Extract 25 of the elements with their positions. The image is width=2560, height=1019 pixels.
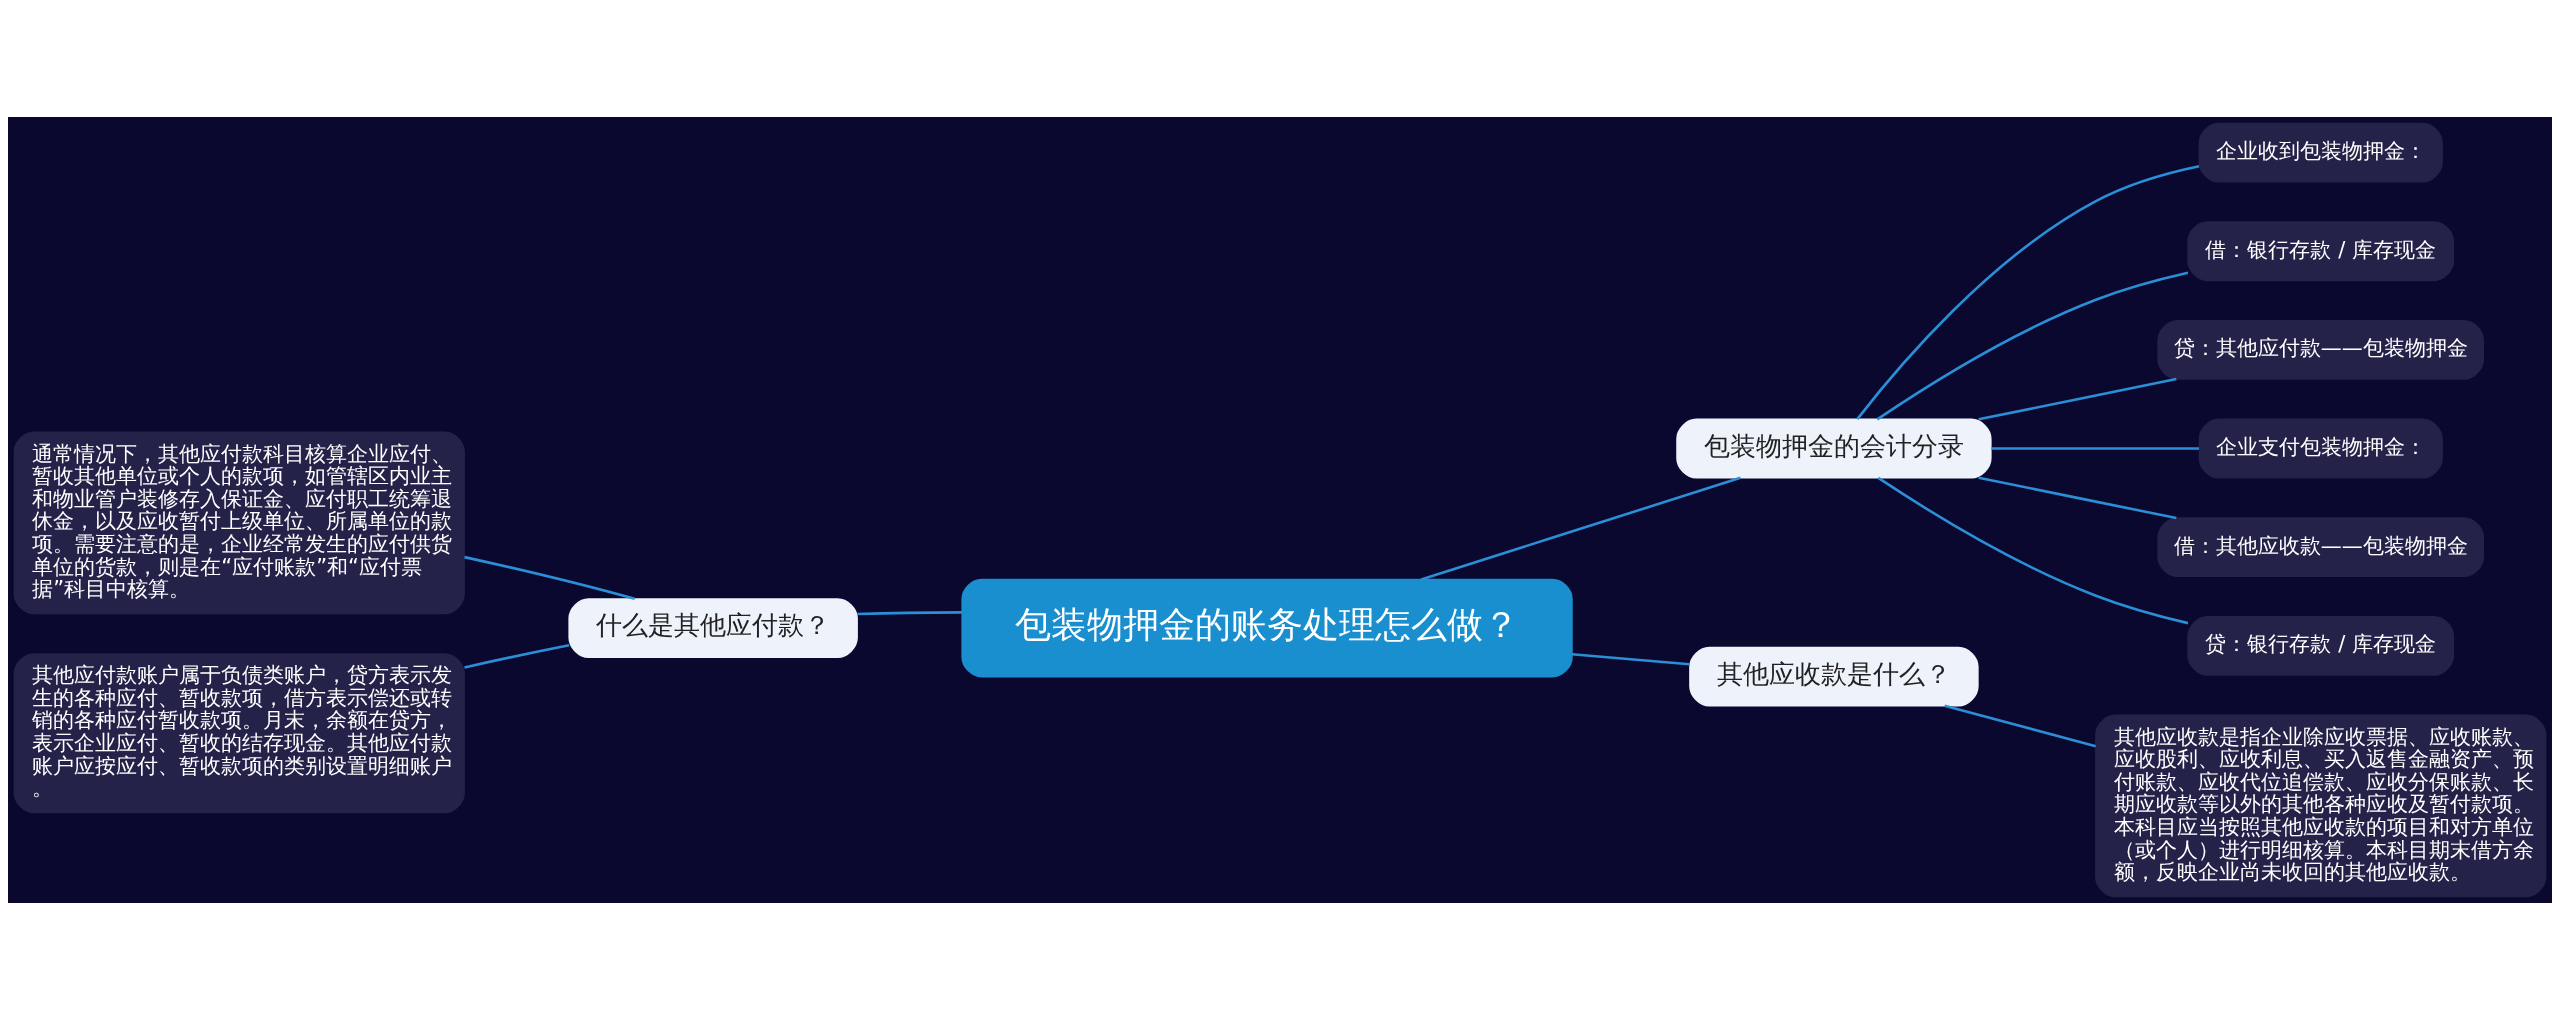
connector xyxy=(857,610,962,615)
connector xyxy=(1944,704,2096,747)
node-box: 包装物押金的会计分录 xyxy=(1676,418,1992,478)
node-box: 企业支付包装物押金： xyxy=(2198,418,2443,478)
node-box: 企业收到包装物押金： xyxy=(2198,122,2443,182)
connector xyxy=(1856,164,2200,420)
connector xyxy=(1991,446,2199,450)
connector xyxy=(464,555,635,600)
connector xyxy=(1571,652,1690,666)
connector xyxy=(464,643,570,669)
connector xyxy=(1420,476,1741,581)
connector xyxy=(1876,271,2189,420)
node-box: 贷：银行存款 / 库存现金 xyxy=(2187,615,2455,676)
connector xyxy=(1978,475,2177,519)
node-box: 什么是其他应付款？ xyxy=(568,597,858,658)
connector xyxy=(1877,476,2189,624)
connector xyxy=(1978,377,2177,421)
node-box: 借：银行存款 / 库存现金 xyxy=(2187,220,2455,281)
node-box: 其他应付款账户属于负债类账户，贷方表示发生的各种应付、暂收款项，借方表示偿还或转销的各种应付暂收款项。月末，余额在贷方，表示企业应付、暂收的结存现金。其他应付款账户应按应付、暂收款项的类别设置明细账户。 xyxy=(13,652,465,813)
node-box: 贷：其他应付款——包装物押金 xyxy=(2157,319,2485,380)
node-box: 借：其他应收款——包装物押金 xyxy=(2157,516,2485,577)
node-box: 其他应收款是指企业除应收票据、应收账款、应收股利、应收利息、买入返售金融资产、预付账款、应收代位追偿款、应收分保账款、长期应收款等以外的其他各种应收及暂付款项。本科目应当按照其他应收款的项目和对方单位（或个人）进行明细核算。本科目期末借方余额，反映企业尚未收回的其他应收款。 xyxy=(2095,714,2547,897)
node-box: 其他应收款是什么？ xyxy=(1689,646,1979,706)
node-box: 包装物押金的账务处理怎么做？ xyxy=(961,578,1573,677)
node-box: 通常情况下，其他应付款科目核算企业应付、暂收其他单位或个人的款项，如管辖区内业主和物业管户装修存入保证金、应付职工统筹退休金，以及应收暂付上级单位、所属单位的款项。需要注意的是，企业经常发生的应付供货单位的货款，则是在“应付账款”和“应付票据”科目中核算。 xyxy=(13,431,465,614)
